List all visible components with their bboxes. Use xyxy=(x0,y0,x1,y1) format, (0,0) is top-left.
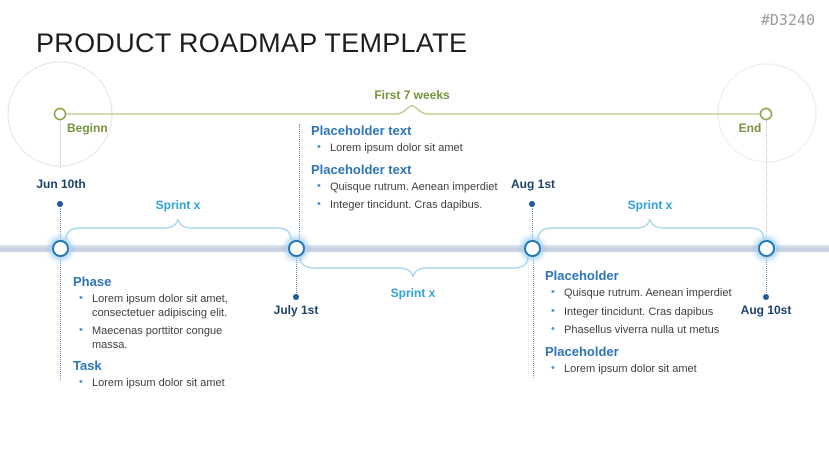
dot-jul1 xyxy=(293,294,299,300)
bullet-text: Integer tincidunt. Cras dapibus xyxy=(564,305,714,318)
connector-aug10-down xyxy=(766,256,767,293)
begin-ring-icon xyxy=(53,107,67,121)
bullet-item: • Lorem ipsum dolor sit amet xyxy=(545,361,765,377)
duration-label: First 7 weeks xyxy=(374,88,450,102)
sprint-label-middle: Sprint x xyxy=(390,286,436,300)
begin-label: Beginn xyxy=(67,121,108,135)
bullet-item: • Phasellus viverra nulla ut metus xyxy=(545,323,765,338)
connector-placeholder-block xyxy=(533,256,534,378)
bullet-icon: • xyxy=(79,376,83,388)
connector-top-block xyxy=(299,124,300,240)
connector-phase-block xyxy=(60,256,61,380)
bullet-item: • Quisque rutrum. Aenean imperdiet xyxy=(545,286,765,301)
bullet-item: • Integer tincidunt. Cras dapibus. xyxy=(311,198,531,213)
sprint-brace-top-right xyxy=(537,218,765,241)
faded-circle-right xyxy=(717,63,817,163)
section-heading: Phase xyxy=(73,274,112,289)
bullet-item: • Lorem ipsum dolor sit amet xyxy=(73,376,253,391)
page-title: PRODUCT ROADMAP TEMPLATE xyxy=(36,28,468,58)
bullet-item: • Maecenas porttitor congue massa. xyxy=(73,324,253,352)
connector-begin-down xyxy=(60,120,61,168)
section-heading: Placeholder xyxy=(545,343,619,359)
milestone-circle-jul1 xyxy=(288,240,305,257)
connector-end-down xyxy=(766,120,767,240)
section-heading: Placeholder xyxy=(545,268,619,283)
bullet-text: Lorem ipsum dolor sit amet xyxy=(330,142,463,154)
milestone-circle-aug1 xyxy=(524,240,541,257)
bullet-icon: • xyxy=(79,292,83,304)
bullet-text: Quisque rutrum. Aenean imperdiet xyxy=(330,180,498,193)
date-label-aug10: Aug 10st xyxy=(740,303,792,317)
milestone-circle-aug10 xyxy=(758,240,775,257)
bullet-text: Lorem ipsum dolor sit amet xyxy=(564,362,697,375)
bullet-item: • Integer tincidunt. Cras dapibus xyxy=(545,304,765,320)
section-heading: Placeholder text xyxy=(311,161,412,177)
dot-aug1 xyxy=(529,201,535,207)
bullet-text: Phasellus viverra nulla ut metus xyxy=(564,324,720,336)
dot-jun10 xyxy=(57,201,63,207)
bullet-icon: • xyxy=(551,304,555,317)
section-heading: Placeholder text xyxy=(311,123,412,138)
bullet-text: Integer tincidunt. Cras dapibus. xyxy=(330,199,483,211)
date-label-aug1: Aug 1st xyxy=(510,177,556,191)
bullet-item: • Lorem ipsum dolor sit amet xyxy=(311,141,531,156)
bullet-icon: • xyxy=(551,361,555,374)
timeline-bar xyxy=(0,245,829,252)
bullet-icon: • xyxy=(551,323,555,335)
bullet-icon: • xyxy=(79,324,83,336)
slide-code: #D3240 xyxy=(760,11,815,29)
bullet-text: Lorem ipsum dolor sit amet, consectetuer… xyxy=(92,293,228,319)
connector-jul1-down xyxy=(296,256,297,293)
bullet-text: Quisque rutrum. Aenean imperdiet xyxy=(564,287,732,299)
milestone-circle-jun10 xyxy=(52,240,69,257)
sprint-label-left: Sprint x xyxy=(155,198,201,212)
bullet-icon: • xyxy=(317,198,321,210)
bullet-text: Maecenas porttitor congue massa. xyxy=(92,325,223,351)
sprint-brace-bottom-middle xyxy=(299,255,529,278)
end-ring-icon xyxy=(759,107,773,121)
connector-aug1-down xyxy=(532,208,533,240)
end-label: End xyxy=(738,121,762,135)
section-heading: Task xyxy=(73,358,102,373)
date-label-jun10: Jun 10th xyxy=(36,177,86,191)
text-block-bottom-left: Phase • Lorem ipsum dolor sit amet, conse… xyxy=(73,274,253,396)
bullet-icon: • xyxy=(317,179,321,192)
text-block-bottom-right: Placeholder • Quisque rutrum. Aenean impe… xyxy=(545,268,765,381)
text-block-top-middle: Placeholder text • Lorem ipsum dolor sit … xyxy=(311,123,531,218)
bullet-text: Lorem ipsum dolor sit amet xyxy=(92,377,225,389)
bullet-item: • Quisque rutrum. Aenean imperdiet xyxy=(311,179,531,195)
bullet-icon: • xyxy=(551,286,555,298)
sprint-brace-top-left xyxy=(65,218,292,241)
bullet-icon: • xyxy=(317,141,321,153)
sprint-label-right: Sprint x xyxy=(627,198,673,212)
duration-line xyxy=(66,104,760,115)
bullet-item: • Lorem ipsum dolor sit amet, consectetue… xyxy=(73,292,253,320)
connector-jun10-down xyxy=(60,208,61,240)
dot-aug10 xyxy=(763,294,769,300)
date-label-jul1: July 1st xyxy=(273,303,319,317)
